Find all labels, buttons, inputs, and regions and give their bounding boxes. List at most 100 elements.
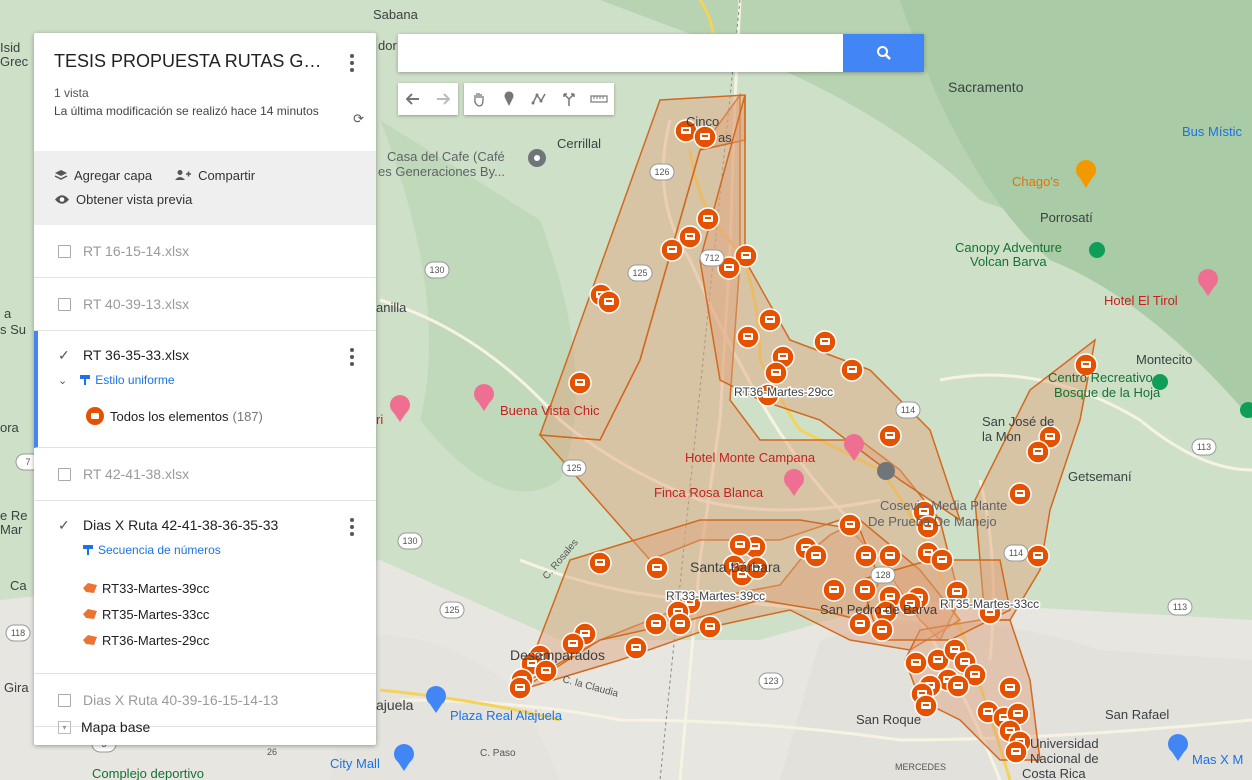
label-universidad-3: Costa Rica xyxy=(1022,766,1086,780)
route-item[interactable]: RT33-Martes-39cc xyxy=(102,580,210,596)
map-toolbar xyxy=(398,83,614,115)
label-finca-rosa: Finca Rosa Blanca xyxy=(654,485,764,500)
layer-checkbox-checked[interactable]: ✓ xyxy=(58,346,70,363)
map-title[interactable]: TESIS PROPUESTA RUTAS GAM ... xyxy=(54,51,324,71)
draw-line-icon[interactable] xyxy=(524,83,554,115)
layer-options-icon[interactable] xyxy=(342,515,362,539)
label-mercedes: MERCEDES xyxy=(895,762,946,772)
style-link[interactable]: Estilo uniforme xyxy=(95,373,175,387)
label-universidad-2: Nacional de xyxy=(1030,751,1099,766)
layers-icon xyxy=(54,170,68,180)
label-c-paso: C. Paso xyxy=(480,748,516,759)
route-label-rt33: RT33-Martes-39cc xyxy=(666,589,765,603)
add-layer-button[interactable]: Agregar capa xyxy=(54,168,152,183)
label-san-roque: San Roque xyxy=(856,712,921,727)
layer-checkbox[interactable] xyxy=(58,244,71,258)
layer-name[interactable]: RT 40-39-13.xlsx xyxy=(83,296,190,312)
layer-name[interactable]: RT 36-35-33.xlsx xyxy=(83,347,190,363)
label-porrosati: Porrosatí xyxy=(1040,210,1093,225)
share-label: Compartir xyxy=(198,167,256,183)
label-hotel-tirol: Hotel El Tirol xyxy=(1104,293,1178,308)
shield-113: 113 xyxy=(1197,442,1211,452)
label-getsemani: Getsemaní xyxy=(1068,469,1132,484)
add-layer-label: Agregar capa xyxy=(74,167,153,183)
shield-125c: 125 xyxy=(444,605,459,615)
route-item[interactable]: RT35-Martes-33cc xyxy=(102,606,210,622)
layers-panel: TESIS PROPUESTA RUTAS GAM ... 1 vista La… xyxy=(34,33,376,745)
preview-button[interactable]: Obtener vista previa xyxy=(54,192,192,207)
label-plaza-real: Plaza Real Alajuela xyxy=(450,708,563,723)
style-link[interactable]: Secuencia de números xyxy=(98,543,221,557)
label-sabana: Sabana xyxy=(373,7,419,22)
label-left-a: a xyxy=(4,306,12,321)
label-universidad-1: Universidad xyxy=(1030,736,1099,751)
layer-name[interactable]: Dias X Ruta 42-41-38-36-35-33 xyxy=(83,517,279,533)
label-montecito: Montecito xyxy=(1136,352,1192,367)
label-left-su: s Su xyxy=(0,322,26,337)
label-cinco: Cinco xyxy=(686,114,719,129)
search-button[interactable] xyxy=(843,34,924,72)
layer-rt-40-39-13: RT 40-39-13.xlsx xyxy=(34,278,376,331)
label-left-ere: e Re xyxy=(0,508,27,523)
label-dor: dor xyxy=(378,38,397,53)
route-label-rt35: RT35-Martes-33cc xyxy=(940,597,1039,611)
layer-name[interactable]: Dias X Ruta 40-39-16-15-14-13 xyxy=(83,692,279,708)
paint-roller-icon xyxy=(79,374,91,386)
search-icon xyxy=(876,46,891,60)
element-count: (187) xyxy=(232,408,263,424)
layer-checkbox[interactable] xyxy=(58,693,71,707)
collapse-chevron-icon[interactable]: ⌄ xyxy=(58,374,68,387)
label-canopy-1: Canopy Adventure xyxy=(955,240,1062,255)
label-centro-rec-2: Bosque de la Hoja xyxy=(1054,385,1161,400)
polygon-route-icon xyxy=(83,609,97,619)
label-left-ca: Ca xyxy=(10,578,27,593)
hand-pan-icon[interactable] xyxy=(464,83,494,115)
label-cosevi-1: Cosevi - Media Plante xyxy=(880,498,1007,513)
directions-icon[interactable] xyxy=(554,83,584,115)
shield-126: 126 xyxy=(654,167,669,177)
layer-rt-16-15-14: RT 16-15-14.xlsx xyxy=(34,225,376,278)
undo-icon[interactable] xyxy=(398,83,428,115)
panel-header: TESIS PROPUESTA RUTAS GAM ... 1 vista La… xyxy=(34,33,376,151)
label-city-mall: City Mall xyxy=(330,756,380,771)
layer-name[interactable]: RT 42-41-38.xlsx xyxy=(83,466,190,482)
last-modified: La última modificación se realizó hace 1… xyxy=(54,104,319,118)
layer-checkbox[interactable] xyxy=(58,297,71,311)
layer-checkbox-checked[interactable]: ✓ xyxy=(58,516,70,533)
layer-checkbox[interactable] xyxy=(58,467,71,481)
shield-130: 130 xyxy=(429,265,444,275)
label-desamparados: Desamparados xyxy=(510,647,605,663)
layer-rt-36-35-33: ✓ RT 36-35-33.xlsx ⌄ Estilo uniforme Tod… xyxy=(34,331,376,448)
sync-icon: ⟳ xyxy=(353,111,364,126)
base-map-toggle[interactable]: ▾ Mapa base xyxy=(34,709,376,745)
all-elements-label[interactable]: Todos los elementos xyxy=(110,408,229,424)
base-map-label: Mapa base xyxy=(81,719,151,735)
label-cosevi-2: De Prueba De Manejo xyxy=(868,514,997,529)
label-san-rafael: San Rafael xyxy=(1105,707,1169,722)
preview-label: Obtener vista previa xyxy=(76,191,193,207)
shield-113b: 113 xyxy=(1173,602,1187,612)
search-input[interactable] xyxy=(398,34,862,72)
label-isidro: Isid xyxy=(0,40,20,55)
add-marker-icon[interactable] xyxy=(494,83,524,115)
add-person-icon xyxy=(175,170,192,180)
label-san-jose-2: la Mon xyxy=(982,429,1021,444)
shield-7: 7 xyxy=(25,457,30,467)
shield-114: 114 xyxy=(901,405,915,415)
share-button[interactable]: Compartir xyxy=(174,168,255,183)
polygon-route-icon xyxy=(83,635,97,645)
layer-options-icon[interactable] xyxy=(342,345,362,369)
route-item[interactable]: RT36-Martes-29cc xyxy=(102,632,210,648)
label-mas-x: Mas X M xyxy=(1192,752,1243,767)
shield-123: 123 xyxy=(763,676,778,686)
panel-actions: Agregar capa Compartir Obtener vista pre… xyxy=(34,151,376,225)
more-options-icon[interactable] xyxy=(342,51,362,75)
label-alajuela: ajuela xyxy=(376,697,414,713)
bus-marker-icon[interactable] xyxy=(86,407,104,425)
redo-icon[interactable] xyxy=(428,83,458,115)
shield-114b: 114 xyxy=(1009,548,1023,558)
ruler-icon[interactable] xyxy=(584,83,614,115)
search-bar xyxy=(398,34,924,72)
layer-name[interactable]: RT 16-15-14.xlsx xyxy=(83,243,190,259)
